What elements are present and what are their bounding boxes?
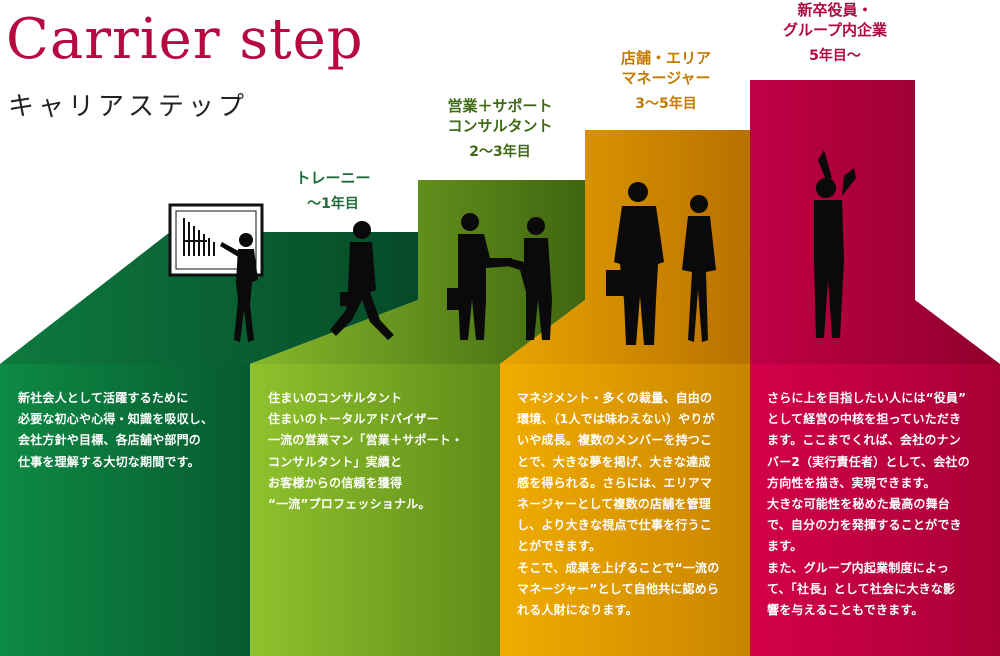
- stage2-role: 営業＋サポート コンサルタント: [447, 97, 553, 135]
- stage2-description: 住まいのコンサルタント 住まいのトータルアドバイザー 一流の営業マン「営業＋サポ…: [268, 391, 464, 512]
- stage4-block: [750, 364, 1000, 656]
- page-subtitle: キャリアステップ: [8, 92, 249, 122]
- stage3-period: 3〜5年目: [635, 96, 697, 112]
- stage1-period: 〜1年目: [307, 196, 359, 212]
- page-title: Carrier step: [6, 7, 364, 72]
- walking-trainee-silhouette-icon: [330, 221, 394, 340]
- stage4-description: さらに上を目指したい人には“役員” として経営の中核を担っていただき ます。ここ…: [767, 391, 970, 618]
- handshake-silhouette-icon: [447, 213, 552, 340]
- stage4-label: 新卒役員・ グループ内企業 5年目〜: [760, 0, 910, 66]
- stage3-label: 店舗・エリア マネージャー 3〜5年目: [596, 48, 736, 114]
- stage4-riser: [750, 80, 1000, 364]
- stage1-description: 新社会人として活躍するために 必要な初心や心得・知識を吸収し、 会社方針や目標、…: [18, 391, 214, 469]
- stage4-role: 新卒役員・ グループ内企業: [782, 1, 888, 39]
- stage3-block: [500, 364, 750, 656]
- stage1-role: トレーニー: [295, 169, 371, 187]
- managers-silhouette-icon: [606, 182, 716, 345]
- executive-cheering-silhouette-icon: [814, 150, 856, 338]
- stage2-block: [250, 364, 500, 656]
- stage1-block: [0, 364, 250, 656]
- stage4-period: 5年目〜: [809, 48, 861, 64]
- presenter-silhouette-icon: [220, 233, 258, 342]
- stage3-description: マネジメント・多くの裁量、自由の 環境、（1人では味わえない）やりが いや成長。…: [517, 391, 720, 618]
- stage1-label: トレーニー 〜1年目: [268, 168, 398, 214]
- stage1-riser: [0, 232, 418, 364]
- stage2-period: 2〜3年目: [469, 144, 531, 160]
- stage2-riser: [250, 180, 585, 364]
- stage2-label: 営業＋サポート コンサルタント 2〜3年目: [425, 96, 575, 162]
- stage3-role: 店舗・エリア マネージャー: [620, 49, 711, 87]
